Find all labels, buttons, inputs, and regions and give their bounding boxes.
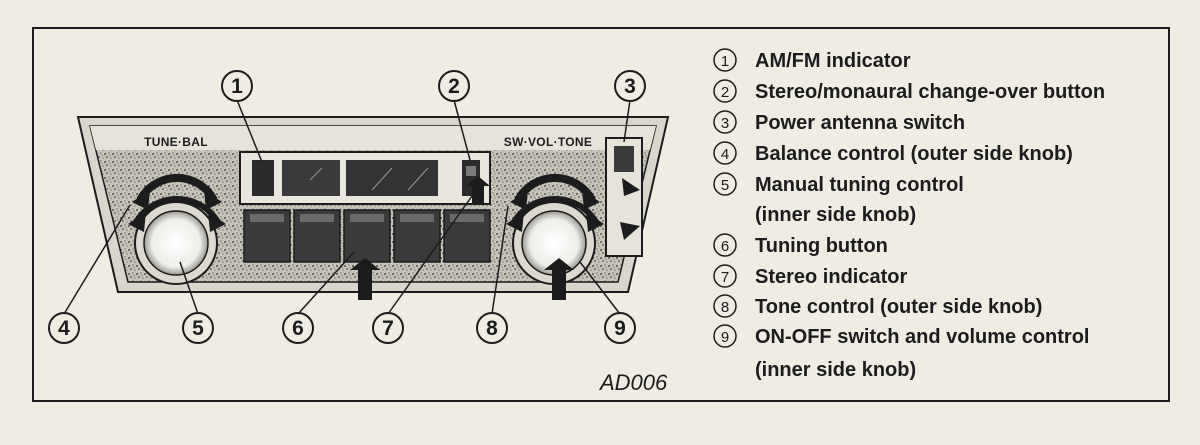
legend-item-2: 2 Stereo/monaural change-over button (713, 79, 1105, 103)
callout-number-3: 3 (624, 75, 636, 98)
legend-number-2: 2 (721, 84, 729, 101)
legend-text-8: Tone control (outer side knob) (755, 296, 1042, 318)
callout-marker-9: 9 (604, 312, 636, 344)
legend-item-4: 4 Balance control (outer side knob) (713, 141, 1073, 165)
callout-number-6: 6 (292, 317, 304, 340)
callout-marker-4: 4 (48, 312, 80, 344)
callout-number-8: 8 (486, 317, 498, 340)
legend-number-1: 1 (721, 53, 729, 70)
callout-marker-6: 6 (282, 312, 314, 344)
tune-bal-label: TUNE·BAL (144, 135, 208, 149)
legend-number-6: 6 (721, 238, 729, 255)
legend-number-4: 4 (721, 146, 729, 163)
callout-marker-2: 2 (438, 70, 470, 102)
legend-item-3: 3 Power antenna switch (713, 110, 965, 134)
legend-text-6: Tuning button (755, 235, 888, 257)
tune-bal-knob (128, 173, 226, 285)
leader-lines (63, 99, 631, 315)
sw-vol-tone-knob (506, 173, 604, 285)
legend-text-9: ON-OFF switch and volume control (755, 326, 1089, 348)
callout-number-7: 7 (382, 317, 394, 340)
callout-marker-7: 7 (372, 312, 404, 344)
callout-number-1: 1 (231, 75, 243, 98)
display-window (239, 151, 491, 205)
legend-number-8: 8 (721, 299, 729, 316)
legend-item-5: 5 Manual tuning control (inner side knob… (713, 172, 964, 226)
legend-text-5: Manual tuning control (755, 174, 964, 196)
callout-marker-5: 5 (182, 312, 214, 344)
legend-number-7: 7 (721, 269, 729, 286)
power-antenna-switch (605, 137, 643, 257)
legend-text-9-line-2: (inner side knob) (755, 359, 916, 381)
sw-vol-tone-label: SW·VOL·TONE (504, 135, 592, 149)
legend-text-2: Stereo/monaural change-over button (755, 81, 1105, 103)
figure-border (32, 27, 1170, 402)
legend-item-9: 9 ON-OFF switch and volume control (inne… (713, 324, 1089, 381)
legend-text-4: Balance control (outer side knob) (755, 143, 1073, 165)
preset-buttons (243, 209, 491, 263)
callout-marker-8: 8 (476, 312, 508, 344)
legend-number-5: 5 (721, 177, 729, 194)
legend-number-3: 3 (721, 115, 729, 132)
figure-id: AD006 (598, 370, 668, 395)
legend-text-7: Stereo indicator (755, 266, 907, 288)
callout-number-9: 9 (614, 317, 626, 340)
legend-number-9: 9 (721, 329, 729, 346)
legend-item-8: 8 Tone control (outer side knob) (713, 294, 1042, 318)
legend: 1 AM/FM indicator 2 Stereo/monaural chan… (713, 48, 1105, 381)
callout-number-4: 4 (58, 317, 70, 340)
callout-marker-3: 3 (614, 70, 646, 102)
legend-item-7: 7 Stereo indicator (713, 264, 907, 288)
callout-markers: 1 2 3 4 5 6 7 (48, 70, 646, 344)
callout-number-5: 5 (192, 317, 204, 340)
legend-text-3: Power antenna switch (755, 112, 965, 134)
legend-item-1: 1 AM/FM indicator (713, 48, 911, 72)
legend-item-6: 6 Tuning button (713, 233, 888, 257)
callout-number-2: 2 (448, 75, 460, 98)
legend-text-1: AM/FM indicator (755, 50, 911, 72)
push-arrows (350, 176, 574, 300)
callout-marker-1: 1 (221, 70, 253, 102)
legend-text-5-line-2: (inner side knob) (755, 204, 916, 226)
